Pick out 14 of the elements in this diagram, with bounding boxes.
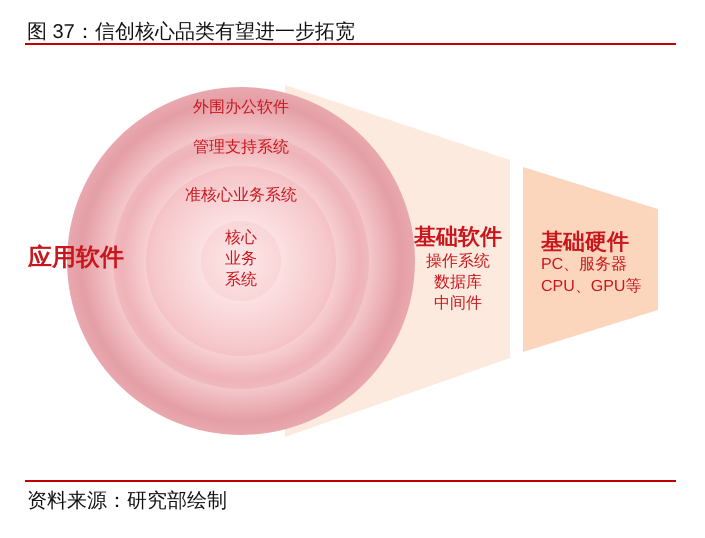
category-heading: 基础软件: [414, 224, 502, 250]
layer-label: 准核心业务系统: [185, 187, 297, 205]
list-item: PC、服务器: [541, 256, 628, 274]
layer-label: 核心业务系统: [224, 228, 258, 290]
list-item: 操作系统: [426, 253, 490, 271]
layer-label: 管理支持系统: [193, 139, 289, 157]
list-item: 数据库: [434, 274, 482, 292]
list-item: 中间件: [434, 295, 482, 313]
layer-label: 外围办公软件: [193, 99, 289, 117]
figure-title: 图 37：信创核心品类有望进一步拓宽: [27, 21, 355, 43]
category-heading: 应用软件: [28, 244, 124, 272]
list-item: CPU、GPU等: [541, 278, 642, 296]
category-heading: 基础硬件: [541, 230, 629, 254]
source-note: 资料来源：研究部绘制: [27, 490, 227, 512]
